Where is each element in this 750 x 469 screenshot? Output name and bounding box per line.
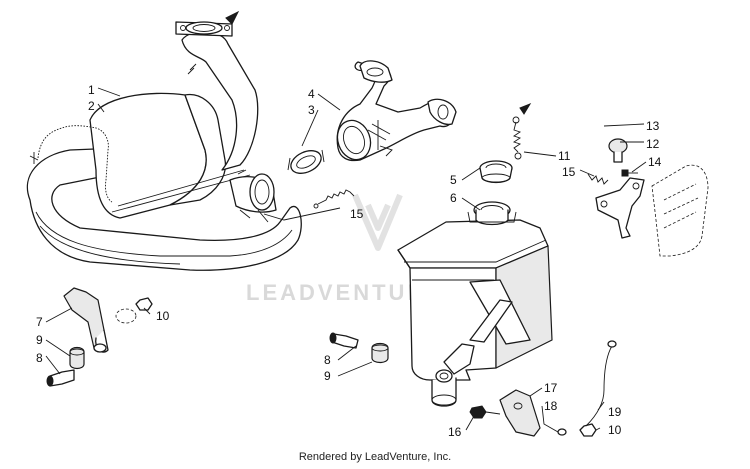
- tank-mount-bolt: [329, 332, 389, 364]
- arrow-marker-icon: [519, 102, 532, 115]
- callout-10-left: 10: [156, 309, 170, 323]
- hanger-bracket-left: [46, 287, 153, 387]
- callout-7: 7: [36, 315, 43, 329]
- filler-cap-part: [479, 160, 513, 184]
- callout-17: 17: [544, 381, 558, 395]
- callout-18: 18: [544, 399, 558, 413]
- callout-9-right: 9: [324, 369, 331, 383]
- oil-tank-part: [397, 201, 553, 407]
- arrow-marker-icon: [225, 10, 240, 25]
- callout-15-left: 15: [350, 207, 364, 221]
- callout-11: 11: [558, 149, 571, 163]
- callout-3: 3: [308, 103, 315, 117]
- watermark-text: LEADVENTURE: [246, 280, 444, 305]
- clamp-ring-part: [287, 149, 325, 174]
- callout-15-right: 15: [562, 165, 576, 179]
- coil-spring-part: [29, 125, 113, 203]
- callout-10-right: 10: [608, 423, 622, 437]
- callout-9-left: 9: [36, 333, 43, 347]
- render-credit: Rendered by LeadVenture, Inc.: [298, 451, 452, 463]
- leader-lines: [45, 87, 647, 433]
- callout-12: 12: [646, 137, 660, 151]
- callout-2: 2: [88, 99, 95, 113]
- callout-16: 16: [448, 425, 462, 439]
- callout-5: 5: [450, 173, 457, 187]
- muffler-part: [26, 21, 302, 271]
- lower-bracket-assembly: [469, 340, 617, 437]
- watermark-logo-icon: [352, 193, 403, 251]
- tension-spring-part: [512, 116, 522, 160]
- callout-19: 19: [608, 405, 622, 419]
- callout-6: 6: [450, 191, 457, 205]
- callout-8-left: 8: [36, 351, 43, 365]
- callout-1: 1: [88, 83, 95, 97]
- bracket-assembly-right: [587, 138, 709, 257]
- exhaust-manifold-part: [336, 60, 457, 162]
- spring-part-left: [313, 189, 355, 209]
- callout-13: 13: [646, 119, 660, 133]
- callout-4: 4: [308, 87, 315, 101]
- callout-8-right: 8: [324, 353, 331, 367]
- callout-14: 14: [648, 155, 662, 169]
- callout-numbers: 1 2 4 3 15 11 13 12 14 15 5 6 7 9 8 10 8…: [36, 83, 662, 439]
